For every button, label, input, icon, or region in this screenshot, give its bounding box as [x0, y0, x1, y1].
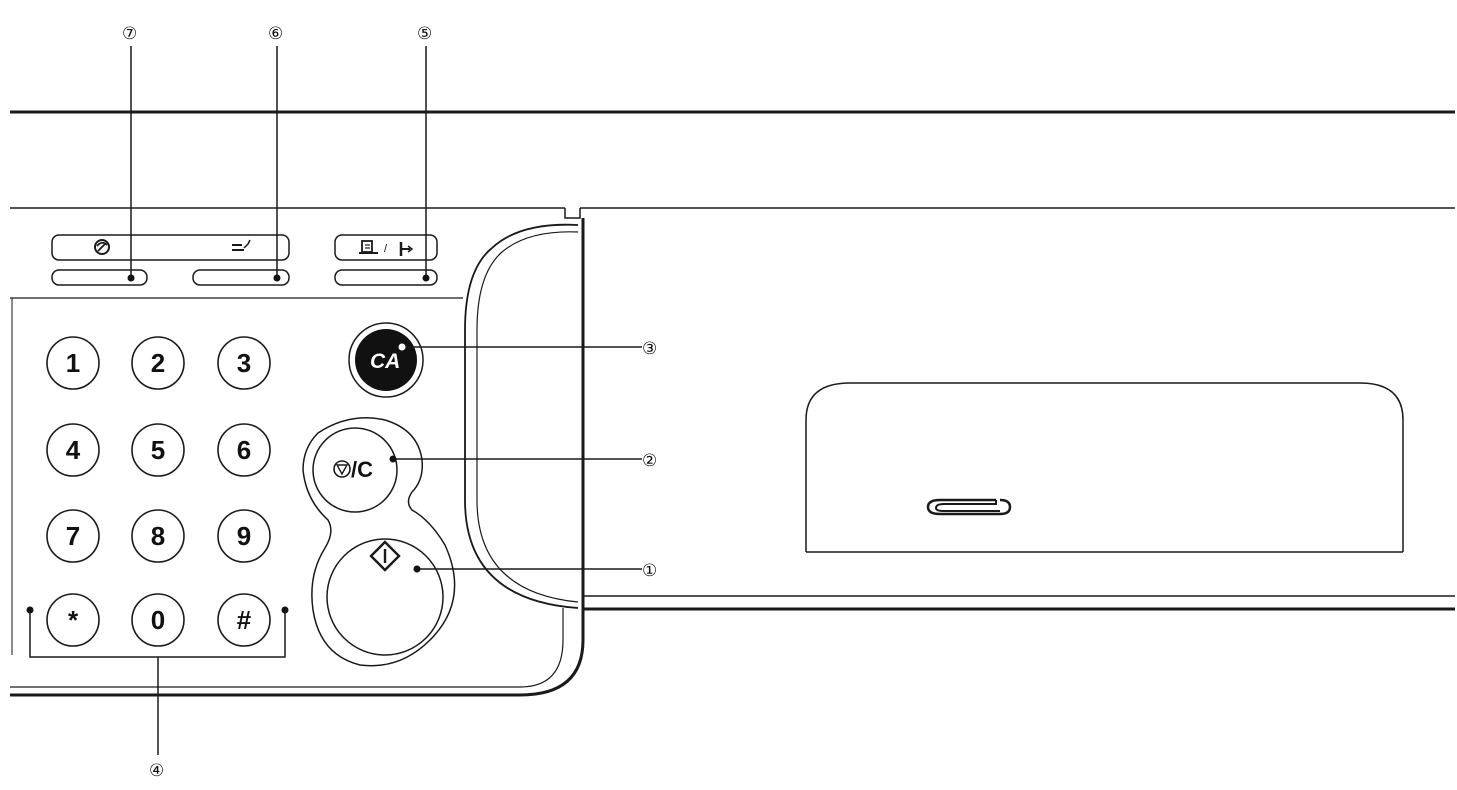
keypad-key[interactable] — [46, 509, 100, 563]
print-icon — [359, 240, 378, 254]
panel-body-outline — [10, 218, 585, 697]
numeric-keypad: 1 2 3 4 5 6 7 8 9 * 0 # — [46, 336, 271, 647]
keypad-key-label: 2 — [151, 348, 165, 378]
function-key-print-counter[interactable] — [334, 234, 438, 261]
keypad-key-label: # — [237, 605, 252, 635]
keypad-key[interactable] — [131, 423, 185, 477]
keypad-key[interactable] — [131, 509, 185, 563]
keypad-key[interactable] — [217, 423, 271, 477]
stop-icon — [333, 460, 351, 478]
keypad-key[interactable] — [46, 336, 100, 390]
keypad-key[interactable] — [46, 423, 100, 477]
keypad-key-label: 6 — [237, 435, 251, 465]
stop-clear-label: /C — [351, 457, 373, 482]
keypad-key[interactable] — [131, 593, 185, 647]
paper-clip-icon — [926, 498, 1012, 516]
clear-all-label: CA — [370, 350, 400, 373]
keypad-key[interactable] — [217, 336, 271, 390]
callout-2: ② — [642, 451, 657, 470]
callout-leaders — [127, 46, 642, 573]
function-separator: / — [384, 243, 388, 255]
callout-4: ④ — [149, 761, 164, 780]
keypad-key-label: 5 — [151, 435, 165, 465]
callout-7: ⑦ — [122, 24, 137, 43]
keypad-key-label: 7 — [66, 521, 80, 551]
id-check-icon — [232, 239, 251, 251]
bezel-inner — [476, 231, 579, 603]
energy-saver-icon — [94, 239, 110, 255]
keypad-key-label: 0 — [151, 605, 165, 635]
keypad-key-label: 3 — [237, 348, 251, 378]
clear-all-button-ring — [348, 322, 424, 398]
keypad-key-label: * — [68, 605, 79, 635]
start-button[interactable] — [326, 538, 444, 656]
start-diamond-icon — [369, 540, 401, 572]
keypad-bracket-dot-left — [26, 606, 34, 614]
document-flap — [805, 382, 1404, 552]
keypad-key[interactable] — [131, 336, 185, 390]
indicator-id-check — [192, 269, 290, 286]
keypad-bracket-dot-right — [281, 606, 289, 614]
callout-5: ⑤ — [417, 24, 432, 43]
panel-notch — [564, 208, 581, 219]
indicator-energy-saver — [51, 269, 148, 286]
panel-inner-outline — [10, 608, 564, 688]
bezel-outer — [464, 223, 579, 609]
stop-clear-button[interactable] — [312, 427, 398, 513]
keypad-key[interactable] — [46, 593, 100, 647]
keypad-key-label: 9 — [237, 521, 251, 551]
counter-icon — [399, 242, 414, 256]
keypad-key-label: 1 — [66, 348, 80, 378]
callout-1: ① — [642, 561, 657, 580]
start-stop-housing — [302, 417, 456, 667]
callout-3: ③ — [642, 339, 657, 358]
keypad-key[interactable] — [217, 593, 271, 647]
function-key-energy-idcheck[interactable] — [51, 234, 290, 261]
keypad-key[interactable] — [217, 509, 271, 563]
keypad-key-label: 8 — [151, 521, 165, 551]
keypad-key-label: 4 — [66, 435, 81, 465]
callout-6: ⑥ — [268, 24, 283, 43]
indicator-print-counter — [334, 269, 438, 286]
